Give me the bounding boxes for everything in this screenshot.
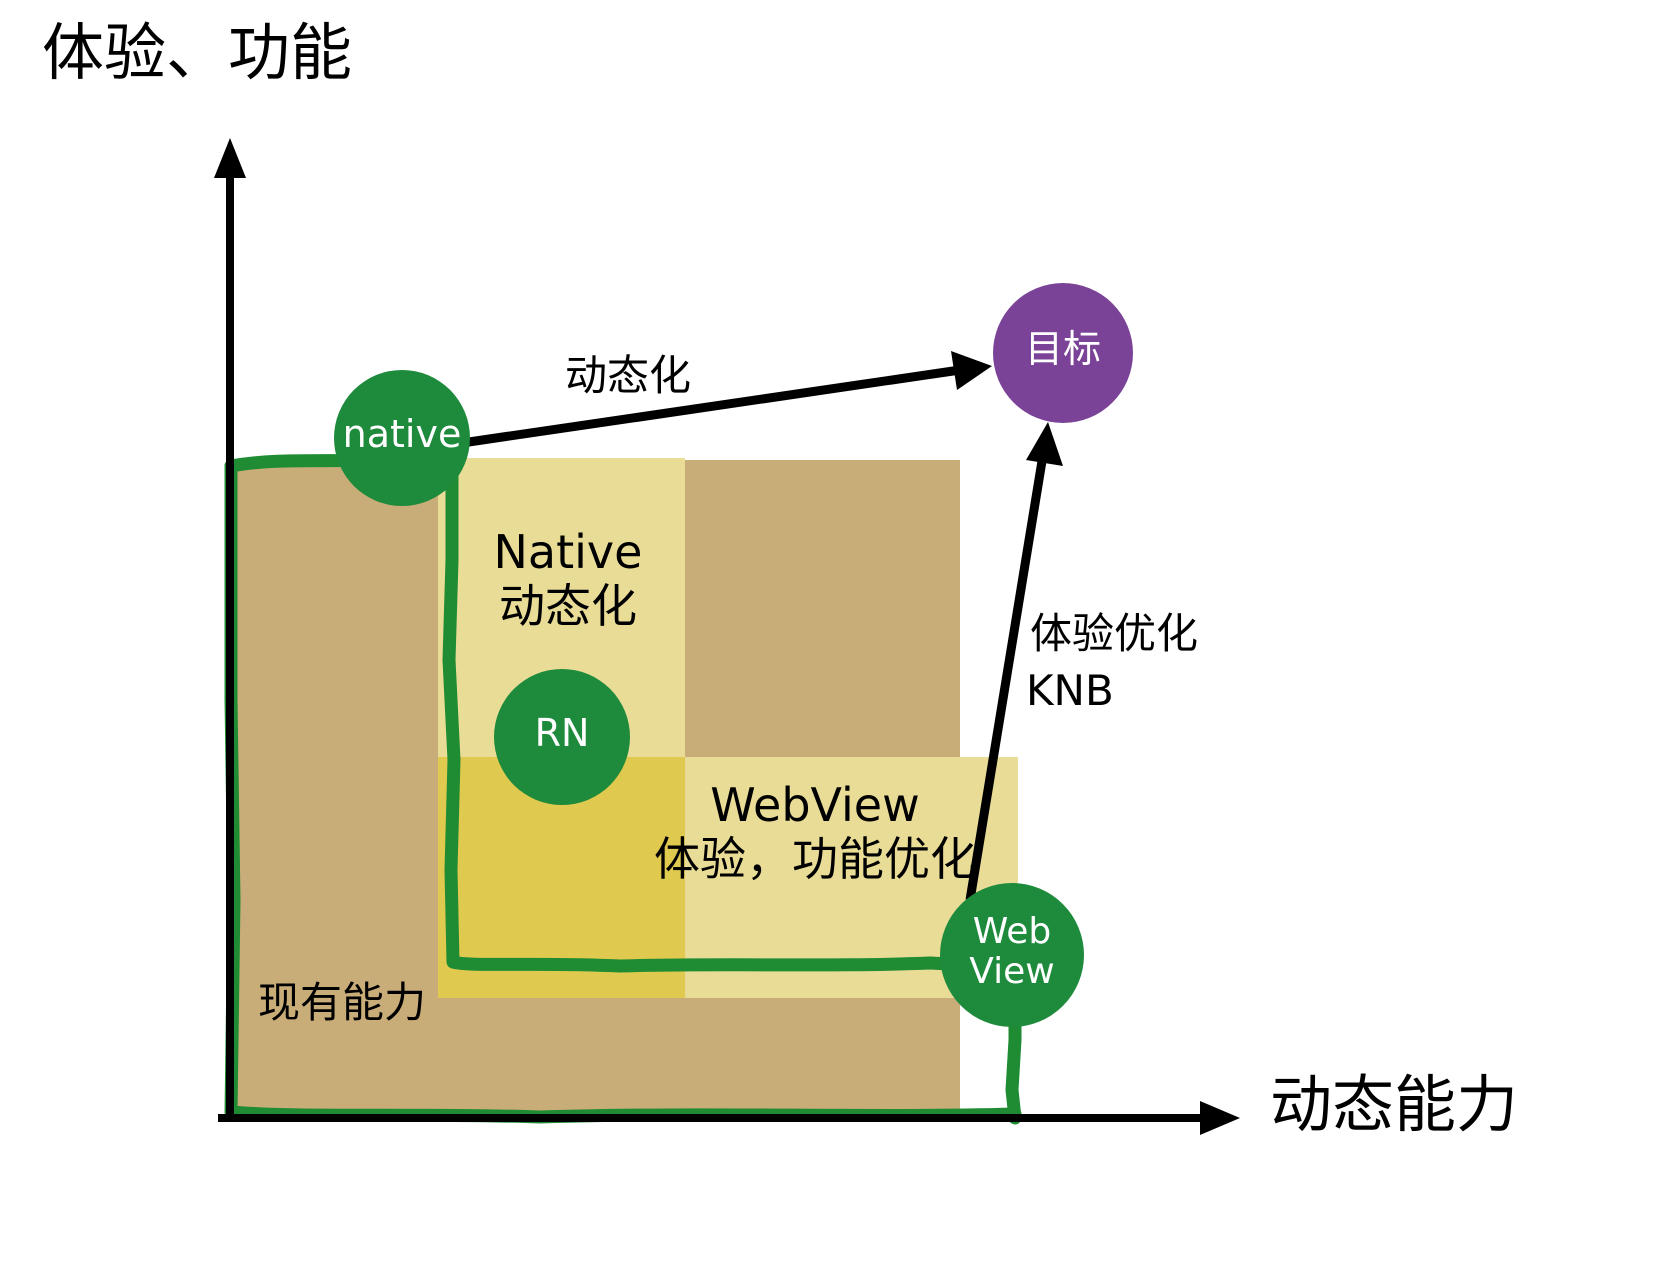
region-label-webview-optimization: WebView 体验，功能优化	[654, 778, 976, 887]
x-axis	[218, 1101, 1240, 1135]
edge-label-experience-optimization: 体验优化	[1030, 609, 1199, 658]
region-label-existing-capability: 现有能力	[258, 978, 427, 1027]
node-goal[interactable]	[993, 283, 1133, 423]
edge-webview-to-goal	[965, 422, 1063, 901]
edge-label-knb: KNB	[1026, 666, 1114, 715]
node-native[interactable]	[334, 370, 470, 506]
edge-label-dynamic: 动态化	[565, 351, 692, 400]
edge-native-to-goal	[461, 351, 992, 448]
y-axis	[214, 138, 246, 1118]
region-label-native-dynamic: Native 动态化	[493, 525, 643, 634]
x-axis-label: 动态能力	[1270, 1068, 1519, 1141]
node-webview[interactable]	[940, 883, 1084, 1027]
y-axis-label: 体验、功能	[42, 16, 353, 89]
node-rn[interactable]	[494, 669, 630, 805]
